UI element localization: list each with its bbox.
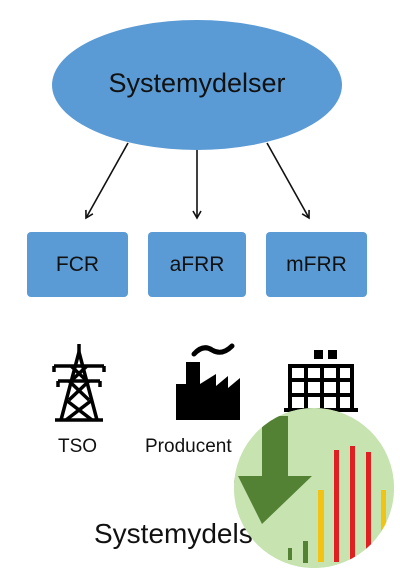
power-pylon-icon — [52, 344, 106, 422]
root-ellipse — [52, 20, 342, 150]
box-fcr-label: FCR — [55, 252, 100, 276]
box-afrr-label: aFRR — [169, 252, 225, 276]
box-afrr — [148, 232, 246, 297]
footer-title: Systemydelser — [94, 518, 278, 549]
arrow-to-mfrr — [266, 142, 310, 220]
actor-producent-label: Producent — [145, 436, 232, 457]
actor-tso-label: TSO — [58, 436, 98, 457]
box-mfrr — [266, 232, 367, 297]
box-mfrr-label: mFRR — [286, 252, 347, 276]
box-fcr — [27, 232, 128, 297]
root-label: Systemydelser — [108, 68, 286, 98]
building-icon — [284, 350, 358, 412]
arrow-to-fcr — [85, 142, 129, 220]
factory-icon — [176, 343, 240, 420]
